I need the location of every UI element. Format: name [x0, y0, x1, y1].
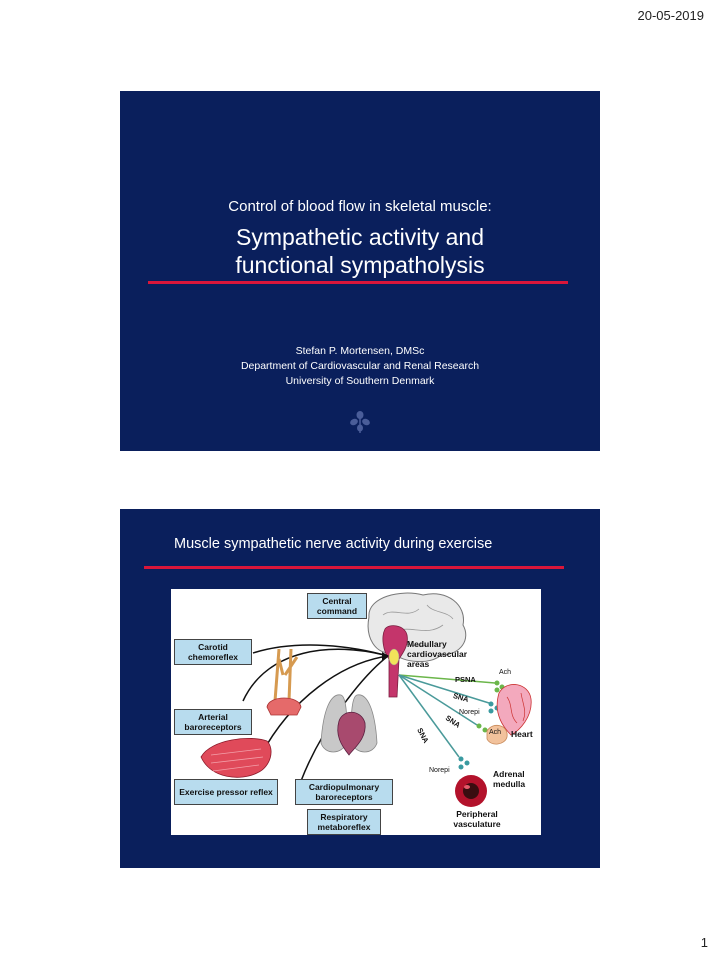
university-logo: [280, 409, 440, 445]
slide-heading: Muscle sympathetic nerve activity during…: [174, 536, 492, 552]
respiratory-metaboreflex-box: Respiratory metaboreflex: [307, 809, 381, 835]
ach-label-2: Ach: [489, 729, 501, 736]
central-command-box: Central command: [307, 593, 367, 619]
page-date: 20-05-2019: [638, 8, 705, 23]
norepi-label-2: Norepi: [429, 767, 450, 774]
slide-title-text: Sympathetic activity and functional symp…: [120, 223, 600, 279]
page-number: 1: [701, 935, 708, 950]
norepi-label-1: Norepi: [459, 709, 480, 716]
exercise-pressor-reflex-box: Exercise pressor reflex: [174, 779, 278, 805]
heart-label: Heart: [511, 729, 533, 739]
medullary-areas-label: Medullary cardiovascular areas: [407, 639, 471, 669]
author-name: Stefan P. Mortensen, DMSc: [120, 344, 600, 359]
slide-msna: Muscle sympathetic nerve activity during…: [120, 509, 600, 868]
title-rule: [148, 281, 568, 284]
university: University of Southern Denmark: [120, 374, 600, 389]
psna-label: PSNA: [455, 675, 476, 684]
slide-title: Control of blood flow in skeletal muscle…: [120, 91, 600, 451]
arterial-baroreceptors-box: Arterial baroreceptors: [174, 709, 252, 735]
author-block: Stefan P. Mortensen, DMSc Department of …: [120, 344, 600, 389]
adrenal-medulla-label: Adrenal medulla: [493, 769, 539, 789]
ach-label-1: Ach: [499, 669, 511, 676]
heading-rule: [144, 566, 564, 569]
title-line-2: functional sympatholysis: [120, 251, 600, 279]
logo-emblem-icon: [280, 409, 440, 435]
carotid-chemoreflex-box: Carotid chemoreflex: [174, 639, 252, 665]
slide-subtitle: Control of blood flow in skeletal muscle…: [120, 198, 600, 215]
cardiopulmonary-baroreceptors-box: Cardiopulmonary baroreceptors: [295, 779, 393, 805]
department: Department of Cardiovascular and Renal R…: [120, 359, 600, 374]
msna-diagram: Central command Carotid chemoreflex Arte…: [171, 589, 541, 835]
peripheral-vasculature-label: Peripheral vasculature: [447, 809, 507, 829]
title-line-1: Sympathetic activity and: [120, 223, 600, 251]
